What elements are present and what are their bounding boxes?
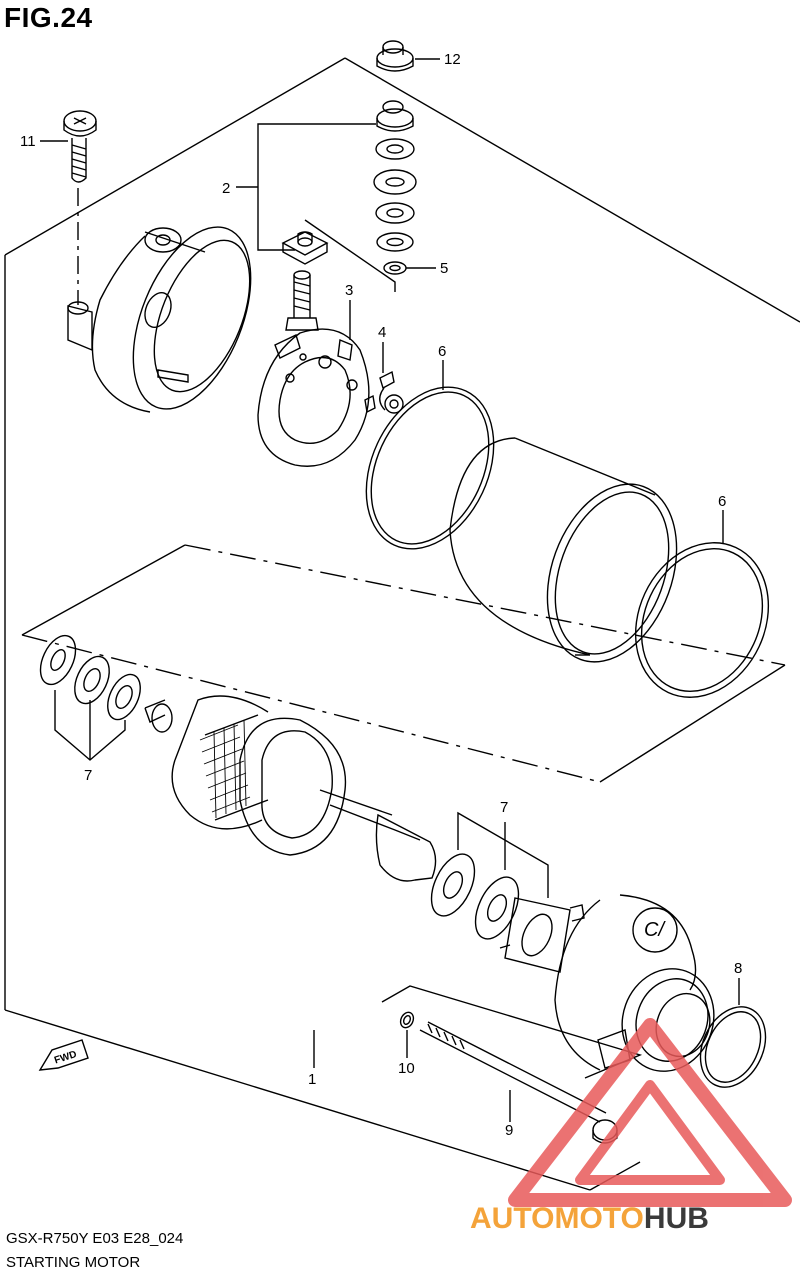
- end-cover: [67, 226, 252, 413]
- callout-3: 3: [345, 282, 353, 299]
- assembly-bracket-1: [4, 57, 800, 1191]
- callout-7-left-bracket: [54, 690, 126, 761]
- callout-12: 12: [444, 51, 461, 68]
- o-ring-6-lower: [634, 542, 770, 698]
- watermark-part-moto: MOTO: [554, 1202, 643, 1235]
- callout-8: 8: [734, 960, 742, 977]
- figure-title: FIG.24: [4, 2, 93, 33]
- armature-dashed-outline: [21, 544, 786, 783]
- yoke-housing: [449, 437, 678, 663]
- brush-plate-lower: [499, 897, 585, 973]
- front-housing: [554, 894, 715, 1072]
- housing-mark: C/: [644, 919, 666, 941]
- watermark-part-auto: AUTO: [470, 1202, 554, 1235]
- callout-6-upper: 6: [438, 343, 446, 360]
- brush-spring-4: [364, 370, 404, 414]
- callout-2-bracket: [236, 123, 396, 292]
- callout-11: 11: [20, 133, 36, 150]
- watermark-logo: [508, 1018, 792, 1207]
- through-bolt-9: [419, 1021, 618, 1144]
- callout-9: 9: [505, 1122, 513, 1139]
- terminal-square-nut: [281, 231, 329, 265]
- o-ring-8: [699, 1006, 767, 1088]
- washers-7-right: [430, 853, 520, 940]
- callout-7-left: 7: [84, 767, 92, 784]
- callout-7-right: 7: [500, 799, 508, 816]
- watermark-part-hub: HUB: [644, 1202, 709, 1235]
- watermark-text: AUTOMOTOHUB: [470, 1202, 709, 1235]
- bolt-11: [63, 110, 97, 183]
- callout-2: 2: [222, 180, 230, 197]
- model-code: GSX-R750Y E03 E28_024: [6, 1230, 184, 1247]
- callout-5: 5: [440, 260, 448, 277]
- nut-12: [376, 40, 414, 72]
- terminal-bolt: [285, 270, 319, 331]
- watermark-triangle-icon: [508, 1018, 792, 1207]
- brush-holder-plate-3: [257, 328, 370, 467]
- callout-7-right-bracket: [457, 811, 549, 898]
- o-ring-6-upper: [365, 386, 495, 550]
- armature: [144, 695, 437, 882]
- callout-10: 10: [398, 1060, 415, 1077]
- callout-6-lower: 6: [718, 493, 726, 510]
- figure-name: STARTING MOTOR: [6, 1254, 141, 1271]
- callout-4: 4: [378, 324, 386, 341]
- callout-1: 1: [308, 1071, 316, 1088]
- washers-7-left: [39, 634, 141, 721]
- o-ring-10: [399, 1011, 415, 1029]
- fwd-arrow-icon: FWD: [38, 1039, 89, 1071]
- washer-stack: [373, 100, 417, 275]
- armature-commutator-bars: [199, 719, 251, 819]
